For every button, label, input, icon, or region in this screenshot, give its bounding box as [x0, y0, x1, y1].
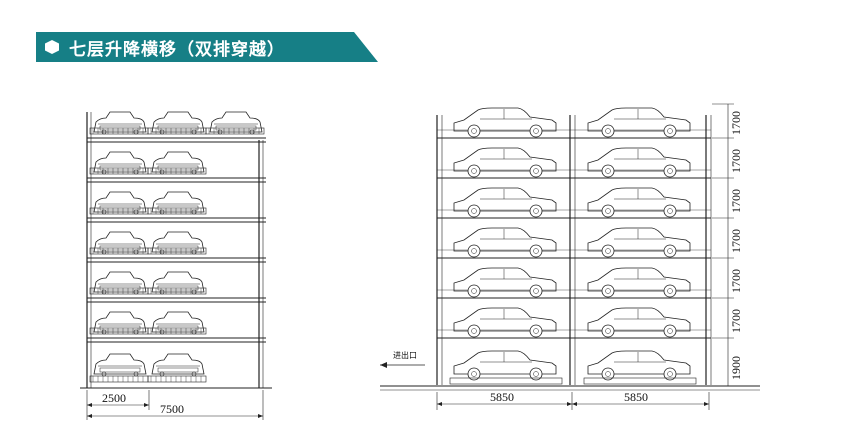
level-height-1: 1700 [729, 111, 743, 135]
level-height-5: 1700 [729, 269, 743, 293]
level-height-ground: 1900 [729, 356, 743, 380]
hexagon-bullet-icon [45, 40, 59, 54]
level-height-2: 1700 [729, 149, 743, 173]
left-dim-2500: 2500 [102, 391, 126, 405]
section-title: 七层升降横移（双排穿越） [69, 39, 285, 60]
left-elevation-view: 2500 7500 [80, 111, 272, 420]
right-dim-width-2: 5850 [624, 390, 648, 404]
level-height-4: 1700 [729, 229, 743, 253]
level-height-3: 1700 [729, 189, 743, 213]
entry-exit-label: 进出口 [393, 350, 417, 360]
right-dim-width-1: 5850 [490, 390, 514, 404]
section-header-banner: 七层升降横移（双排穿越） [36, 32, 378, 62]
right-elevation-view: 进出口 1700 1700 1700 1700 1700 1700 1900 5… [380, 103, 760, 410]
left-dim-7500: 7500 [160, 402, 184, 416]
level-height-6: 1700 [729, 309, 743, 333]
